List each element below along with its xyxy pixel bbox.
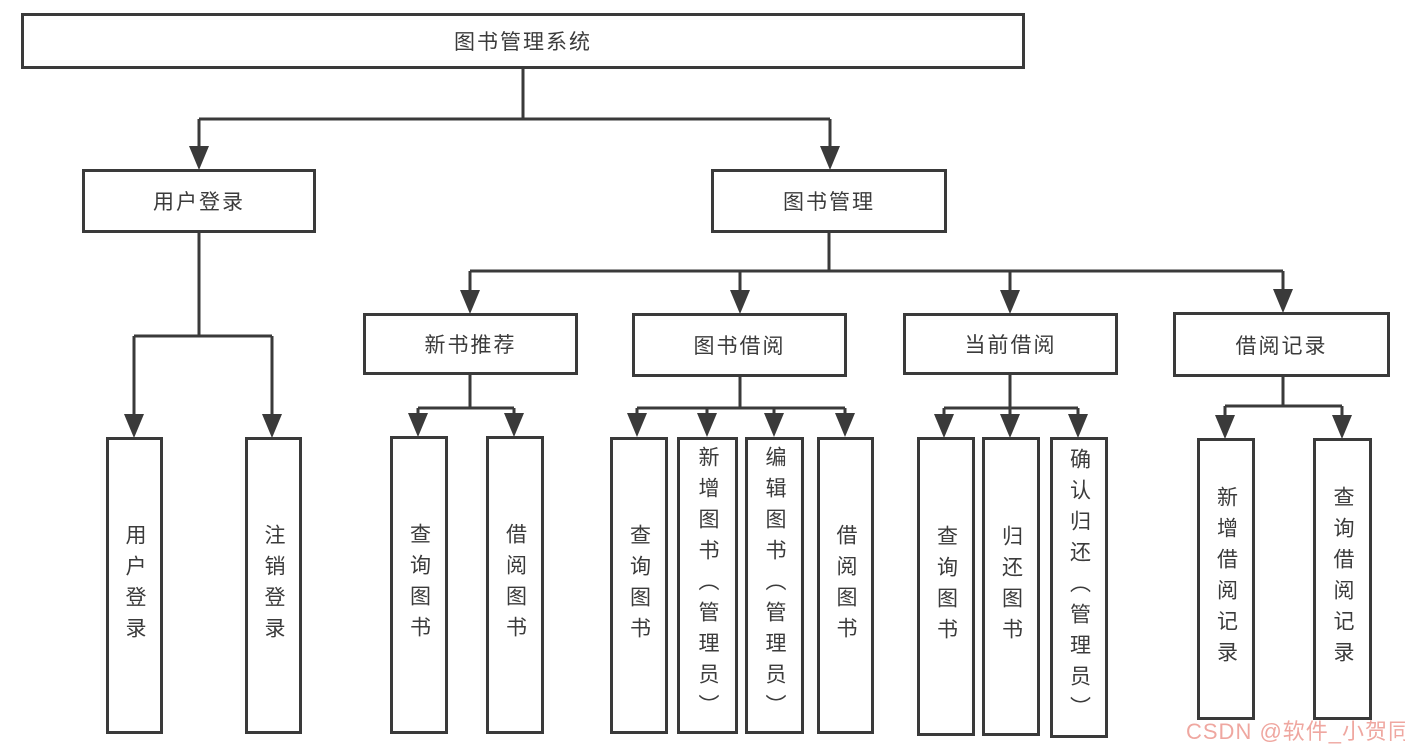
node-user-login: 用户登录 [82, 169, 316, 233]
node-book-borrow: 图书借阅 [632, 313, 847, 377]
node-borrow-records: 借阅记录 [1173, 312, 1390, 377]
leaf-current-query-book-label: 查询图书 [934, 524, 958, 649]
leaf-logout-label: 注销登录 [262, 523, 285, 648]
wire-borrow-split [635, 377, 847, 418]
leaf-recommend-borrow-book: 借阅图书 [486, 436, 544, 734]
leaf-recommend-query-book: 查询图书 [390, 436, 448, 734]
node-current-borrow-label: 当前借阅 [964, 334, 1057, 357]
leaf-add-book-admin-label: 新增图书（管理员） [696, 446, 719, 725]
leaf-return-book-label: 归还图书 [999, 524, 1023, 649]
leaf-logout: 注销登录 [245, 437, 302, 734]
leaf-add-borrow-record-label: 新增借阅记录 [1214, 486, 1238, 672]
wire-book-mgmt-split [468, 233, 1285, 295]
watermark: CSDN @软件_小贺同学 [1186, 719, 1405, 744]
wire-recommend-split [416, 375, 516, 418]
wire-current-split [942, 375, 1080, 419]
wire-records-split [1223, 377, 1344, 420]
node-user-login-label: 用户登录 [153, 191, 245, 214]
leaf-edit-book-admin: 编辑图书（管理员） [745, 437, 804, 734]
leaf-add-borrow-record: 新增借阅记录 [1197, 438, 1255, 720]
node-book-management: 图书管理 [711, 169, 947, 233]
wire-root-split [197, 69, 832, 150]
leaf-add-book-admin: 新增图书（管理员） [677, 437, 738, 734]
arrowheads [124, 146, 1352, 439]
node-book-borrow-label: 图书借阅 [693, 335, 786, 358]
leaf-user-login: 用户登录 [106, 437, 163, 734]
node-book-management-label: 图书管理 [783, 191, 875, 214]
node-root-label: 图书管理系统 [454, 31, 592, 54]
leaf-query-borrow-record: 查询借阅记录 [1313, 438, 1372, 720]
node-root: 图书管理系统 [21, 13, 1025, 69]
leaf-borrow-borrow-book: 借阅图书 [817, 437, 874, 734]
leaf-borrow-query-book: 查询图书 [610, 437, 668, 734]
wire-user-login-split [132, 233, 274, 418]
leaf-borrow-query-book-label: 查询图书 [627, 523, 651, 648]
leaf-confirm-return-admin-label: 确认归还（管理员） [1067, 448, 1091, 727]
leaf-confirm-return-admin: 确认归还（管理员） [1050, 437, 1108, 738]
leaf-return-book: 归还图书 [982, 437, 1040, 736]
leaf-user-login-label: 用户登录 [123, 523, 146, 648]
node-new-book-recommend: 新书推荐 [363, 313, 578, 375]
node-borrow-records-label: 借阅记录 [1235, 334, 1328, 358]
leaf-edit-book-admin-label: 编辑图书（管理员） [763, 446, 786, 725]
leaf-recommend-query-book-label: 查询图书 [407, 523, 431, 647]
node-current-borrow: 当前借阅 [903, 313, 1118, 375]
leaf-current-query-book: 查询图书 [917, 437, 975, 736]
leaf-query-borrow-record-label: 查询借阅记录 [1331, 486, 1354, 672]
leaf-recommend-borrow-book-label: 借阅图书 [503, 523, 527, 647]
node-new-book-recommend-label: 新书推荐 [424, 334, 517, 357]
leaf-borrow-borrow-book-label: 借阅图书 [834, 523, 857, 648]
